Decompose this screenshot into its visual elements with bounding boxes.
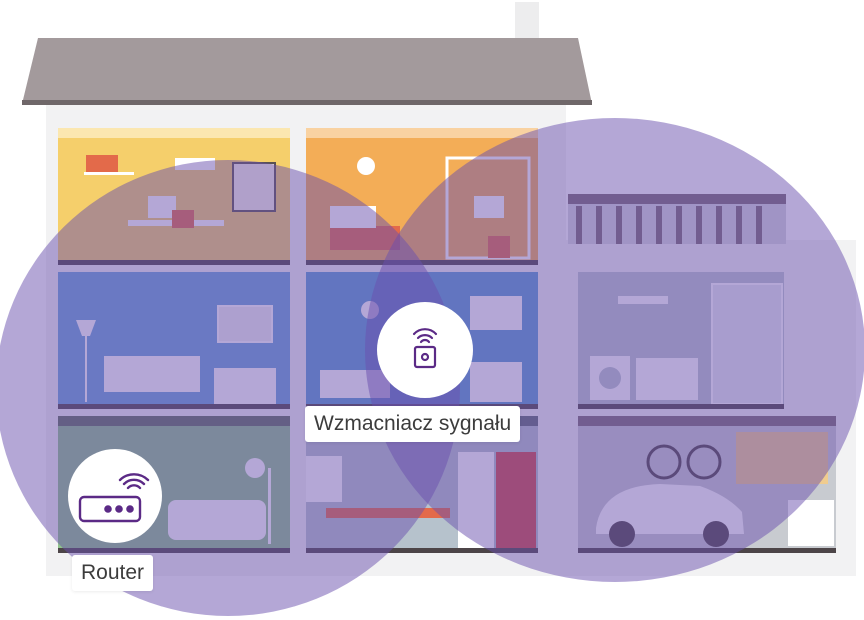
roof-edge [22, 100, 592, 105]
extender-coverage-area [365, 118, 864, 582]
extender-marker[interactable] [377, 302, 473, 398]
router-wifi-icon [78, 473, 150, 523]
router-marker[interactable] [68, 449, 162, 543]
roof [22, 38, 592, 104]
wifi-extender-icon [412, 328, 438, 369]
router-label: Router [72, 555, 154, 591]
extender-label: Wzmacniacz sygnału [305, 406, 521, 442]
chimney [515, 2, 539, 42]
